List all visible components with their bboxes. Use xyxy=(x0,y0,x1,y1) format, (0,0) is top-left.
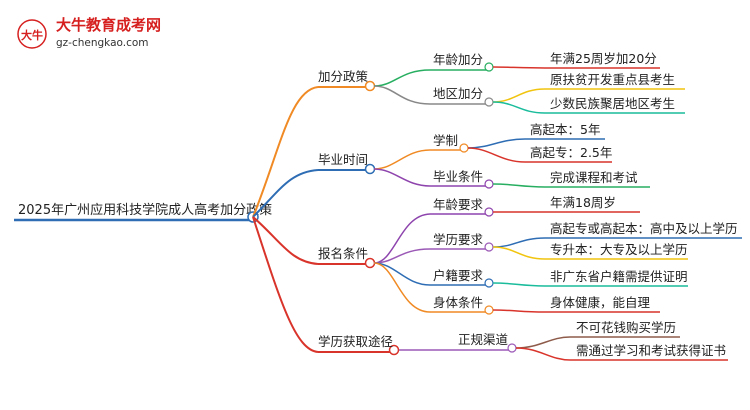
node-label: 毕业条件 xyxy=(433,169,483,184)
branch-label: 毕业时间 xyxy=(318,152,368,167)
branch-label: 加分政策 xyxy=(318,69,369,84)
root-node: 2025年广州应用科技学院成人高考加分政策 xyxy=(14,202,272,223)
leaf-label: 身体健康，能自理 xyxy=(550,295,651,310)
node-label: 年龄加分 xyxy=(433,52,483,67)
node-label: 学历要求 xyxy=(433,232,484,247)
logo-title: 大牛教育成考网 xyxy=(56,16,161,34)
branch-label: 报名条件 xyxy=(318,246,368,261)
leaf-label: 专升本：大专及以上学历 xyxy=(550,242,688,257)
branch-application-requirements: 报名条件 年龄要求 年满18周岁 学历要求 高起专或高起本：高中及以上学历 专升… xyxy=(252,195,742,315)
leaf-label: 年满18周岁 xyxy=(550,195,616,210)
branch-bonus-policy: 加分政策 年龄加分 年满25周岁加20分 地区加分 原扶贫开发重点县考生 少数民… xyxy=(252,51,685,218)
node-label: 正规渠道 xyxy=(458,332,509,347)
leaf-label: 完成课程和考试 xyxy=(550,170,638,185)
logo: 大牛 大牛教育成考网 gz-chengkao.com xyxy=(17,16,161,49)
branch-graduation-time: 毕业时间 学制 高起本：5年 高起专：2.5年 毕业条件 完成课程和考试 xyxy=(252,122,650,218)
leaf-label: 原扶贫开发重点县考生 xyxy=(550,72,675,87)
node-label: 学制 xyxy=(433,133,458,148)
root-label: 2025年广州应用科技学院成人高考加分政策 xyxy=(18,202,272,218)
leaf-label: 少数民族聚居地区考生 xyxy=(550,96,675,111)
logo-url: gz-chengkao.com xyxy=(56,37,149,49)
branch-label: 学历获取途径 xyxy=(318,334,393,349)
leaf-label: 不可花钱购买学历 xyxy=(576,320,676,335)
node-label: 身体条件 xyxy=(433,295,483,310)
leaf-label: 年满25周岁加20分 xyxy=(550,51,657,66)
leaf-label: 非广东省户籍需提供证明 xyxy=(550,269,688,284)
leaf-label: 高起本：5年 xyxy=(530,122,600,137)
node-label: 年龄要求 xyxy=(433,197,484,212)
leaf-label: 需通过学习和考试获得证书 xyxy=(576,343,726,358)
leaf-label: 高起专：2.5年 xyxy=(530,145,612,160)
logo-mark-text: 大牛 xyxy=(21,28,43,42)
branch-degree-acquisition: 学历获取途径 正规渠道 不可花钱购买学历 需通过学习和考试获得证书 xyxy=(252,216,728,361)
logo-mark-icon: 大牛 xyxy=(17,19,47,49)
leaf-label: 高起专或高起本：高中及以上学历 xyxy=(550,221,738,236)
node-label: 地区加分 xyxy=(433,86,483,101)
node-label: 户籍要求 xyxy=(433,268,484,283)
